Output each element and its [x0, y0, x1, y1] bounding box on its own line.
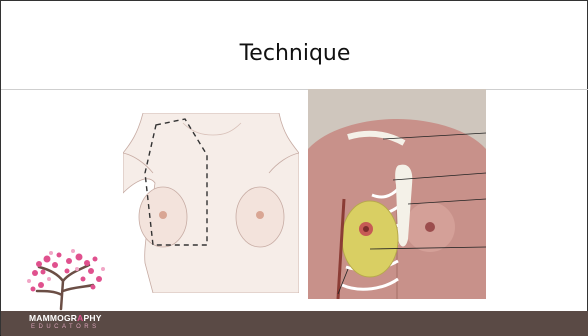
brand-part2: PHY — [84, 313, 102, 323]
anatomy-illustration-image — [308, 89, 486, 299]
brand-name: MAMMOGRAPHY — [29, 313, 102, 323]
brand-part1: MAMMOGR — [29, 313, 77, 323]
title-divider — [1, 89, 588, 90]
slide-title: Technique — [1, 41, 588, 66]
brand-subtitle: EDUCATORS — [31, 324, 100, 330]
blossom-tree-logo — [21, 239, 111, 311]
breast-sketch-image — [123, 113, 299, 293]
